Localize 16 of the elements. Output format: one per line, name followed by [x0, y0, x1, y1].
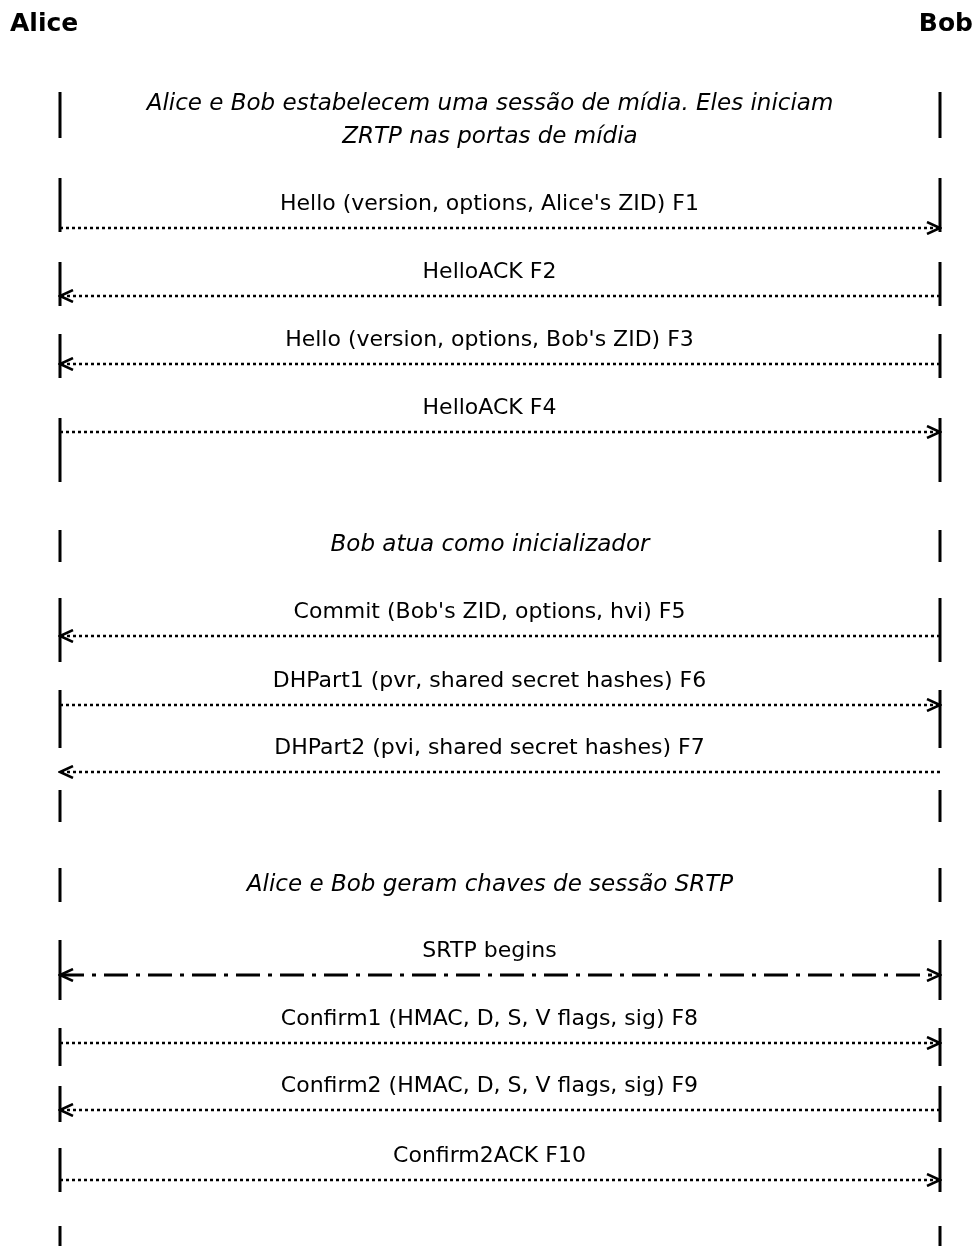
message-arrow: [60, 220, 942, 236]
note-text: Alice e Bob geram chaves de sessão SRTP: [244, 869, 735, 898]
message-arrow: [60, 1035, 942, 1051]
message-arrow: [58, 967, 942, 983]
message-arrow: [60, 1172, 942, 1188]
note-text: Alice e Bob estabelecem uma sessão de mídia. Eles iniciam ZRTP nas portas de mídia: [144, 88, 835, 150]
participant-name: Alice: [10, 8, 79, 37]
message-arrow: [58, 628, 940, 644]
message-arrow: [60, 424, 942, 440]
note-text: Bob atua como inicializador: [329, 529, 652, 558]
message-arrow: [58, 764, 940, 780]
message-arrow: [58, 356, 940, 372]
participant-name: Bob: [918, 8, 973, 37]
message-arrow: [58, 1102, 940, 1118]
message-arrow: [58, 288, 940, 304]
message-arrow: [60, 697, 942, 713]
